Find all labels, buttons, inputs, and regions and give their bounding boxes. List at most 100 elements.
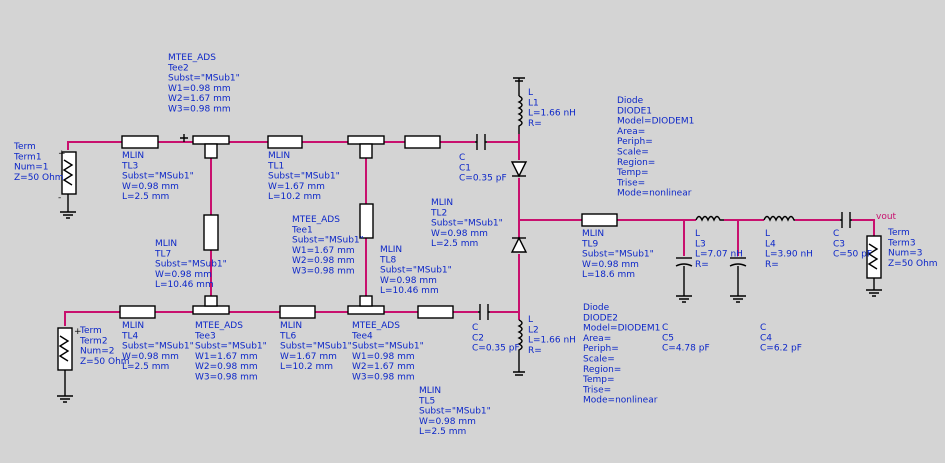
label-block-diode1: DiodeDIODE1Model=DIODEM1Area=Periph=Scal…	[616, 96, 694, 199]
label-line-term2-3: Z=50 Ohm	[80, 357, 130, 367]
label-line-c3-0: C	[833, 229, 839, 239]
label-line-tl3-2: Subst="MSub1"	[122, 172, 194, 182]
label-line-tee2-4: W2=1.67 mm	[168, 94, 231, 104]
label-line-c2-0: C	[472, 323, 478, 333]
label-line-term3-2: Num=3	[888, 249, 922, 259]
label-line-c5-0: C	[662, 323, 668, 333]
label-line-tl6-1: TL6	[279, 331, 297, 341]
label-line-diode1-4: Periph=	[617, 137, 653, 147]
label-line-c2-1: C2	[472, 333, 484, 343]
label-line-c4-1: C4	[760, 333, 772, 343]
label-line-tl1-1: TL1	[267, 161, 284, 171]
tee1-symbol[interactable]	[347, 135, 385, 159]
label-line-tl2-1: TL2	[430, 208, 447, 218]
c2-symbol[interactable]	[478, 304, 490, 320]
tl-top-right-box[interactable]	[404, 135, 441, 149]
label-line-diode1-7: Temp=	[616, 168, 649, 178]
label-line-l1-2: L=1.66 nH	[528, 109, 576, 119]
label-line-diode1-0: Diode	[617, 96, 644, 106]
tl7-box[interactable]	[203, 214, 219, 251]
label-line-tl4-3: W=0.98 mm	[122, 352, 179, 362]
label-line-diode2-4: Periph=	[583, 344, 619, 354]
label-line-tl7-3: W=0.98 mm	[155, 270, 212, 280]
c5-symbol[interactable]	[675, 257, 693, 303]
tl4-box[interactable]	[119, 305, 156, 319]
label-line-term1-1: Term1	[13, 152, 42, 162]
label-line-tl4-4: L=2.5 mm	[122, 362, 169, 372]
term1-plus-sign: +	[58, 149, 66, 159]
label-line-diode2-2: Model=DIODEM1	[583, 324, 660, 334]
label-line-diode1-8: Trise=	[616, 178, 645, 188]
label-line-tl6-2: Subst="MSub1"	[280, 342, 352, 352]
label-line-term3-0: Term	[887, 228, 910, 238]
term3-symbol[interactable]	[866, 235, 882, 297]
tee2-symbol[interactable]	[180, 134, 230, 159]
label-line-tl7-0: MLIN	[155, 239, 177, 249]
c1-symbol[interactable]	[475, 134, 487, 150]
label-line-diode2-8: Trise=	[582, 385, 611, 395]
l1-symbol[interactable]	[513, 77, 525, 134]
l3-symbol[interactable]	[695, 215, 724, 222]
label-line-c2-2: C=0.35 pF	[472, 344, 520, 354]
label-line-term3-1: Term3	[887, 238, 916, 248]
label-line-l3-0: L	[695, 229, 700, 239]
label-line-diode2-0: Diode	[583, 303, 610, 313]
diode1-symbol[interactable]	[510, 161, 528, 178]
label-line-tl6-0: MLIN	[280, 321, 302, 331]
l2-symbol[interactable]	[513, 319, 525, 376]
label-line-tl6-3: W=1.67 mm	[280, 352, 337, 362]
term1-symbol[interactable]: + -	[58, 149, 77, 219]
label-line-tl8-1: TL8	[379, 255, 397, 265]
c3-symbol[interactable]	[840, 212, 852, 228]
tl1-box[interactable]	[267, 135, 303, 149]
term2-plus-sign: +	[74, 327, 82, 337]
tl6-box[interactable]	[279, 305, 316, 319]
label-line-tee3-1: Tee3	[194, 331, 216, 341]
label-line-tee3-3: W1=1.67 mm	[195, 352, 258, 362]
tl3-box[interactable]	[121, 135, 159, 149]
label-line-tee4-1: Tee4	[351, 331, 373, 341]
label-line-tl8-4: L=10.46 mm	[380, 286, 439, 296]
tl8-box[interactable]	[359, 203, 374, 239]
label-line-tl7-1: TL7	[154, 249, 171, 259]
tee4-symbol[interactable]	[347, 295, 385, 315]
label-line-l1-0: L	[528, 88, 533, 98]
label-line-tl1-2: Subst="MSub1"	[268, 172, 340, 182]
wire-term1-tl3	[67, 141, 122, 150]
term2-symbol[interactable]: +	[57, 327, 82, 403]
l4-symbol[interactable]	[763, 215, 795, 222]
tl5-box[interactable]	[417, 305, 454, 319]
label-line-tee4-5: W3=0.98 mm	[352, 373, 415, 383]
label-line-c1-2: C=0.35 pF	[459, 174, 507, 184]
label-line-term2-0: Term	[79, 326, 102, 336]
tee3-symbol[interactable]	[192, 295, 230, 315]
label-line-diode2-6: Region=	[583, 365, 621, 375]
label-line-l2-3: R=	[528, 346, 542, 356]
label-line-tl9-1: TL9	[581, 239, 599, 249]
label-line-tee1-4: W2=0.98 mm	[292, 256, 355, 266]
tl9-box[interactable]	[581, 213, 618, 227]
label-line-tl5-0: MLIN	[419, 386, 441, 396]
label-line-tee3-4: W2=0.98 mm	[195, 362, 258, 372]
label-line-tee1-0: MTEE_ADS	[292, 215, 340, 225]
label-line-diode1-1: DIODE1	[617, 106, 652, 116]
wires	[64, 134, 875, 326]
diode2-symbol[interactable]	[510, 236, 528, 253]
label-line-l4-1: L4	[765, 239, 776, 249]
label-line-tl3-4: L=2.5 mm	[122, 192, 169, 202]
term1-minus-sign: -	[58, 193, 61, 203]
label-line-tl5-2: Subst="MSub1"	[419, 407, 491, 417]
label-line-l2-2: L=1.66 nH	[528, 336, 576, 346]
label-line-tee2-5: W3=0.98 mm	[168, 105, 231, 115]
c4-symbol[interactable]	[729, 257, 747, 303]
